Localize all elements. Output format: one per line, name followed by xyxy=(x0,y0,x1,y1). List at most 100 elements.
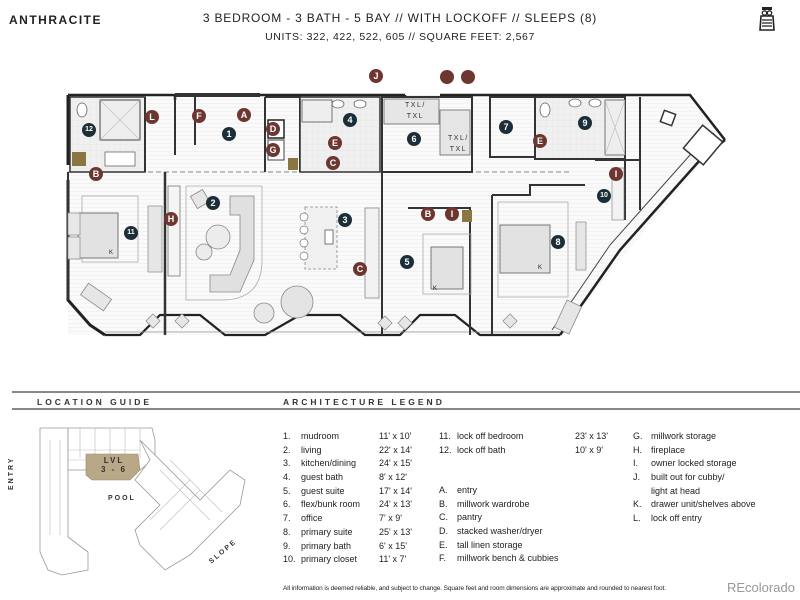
room-marker-1: 1 xyxy=(222,127,236,141)
feature-marker-a: A xyxy=(237,108,251,122)
legend-item-size: 24' x 13' xyxy=(379,499,412,510)
legend-item: K. drawer unit/shelves above xyxy=(633,499,756,513)
legend-item-key: A. xyxy=(439,485,448,495)
plan-title: ANTHRACITE xyxy=(9,13,102,27)
txl-label-text: TXL/ TXL xyxy=(448,135,469,153)
legend-item-key: 10. xyxy=(283,554,296,565)
legend-item-key: D. xyxy=(439,526,448,537)
legend-item-name: lock off bedroom xyxy=(457,431,524,441)
legend-item-name: guest suite xyxy=(301,485,345,496)
feature-marker-c: C xyxy=(326,156,340,170)
feature-marker-c: C xyxy=(353,262,367,276)
legend-item-name: primary suite xyxy=(301,526,353,537)
legend-item-key: F. xyxy=(439,553,447,564)
legend-item-key: 12. xyxy=(439,444,452,455)
legend-item-name: millwork bench & cubbies xyxy=(457,553,559,564)
legend-item-key: 3. xyxy=(283,458,291,469)
legend-item-size: 11' x 10' xyxy=(379,431,412,441)
legend-item: J. built out for cubby/ xyxy=(633,472,756,486)
location-highlight-label: LVL 3 - 6 xyxy=(101,456,128,474)
legend-item-key: 7. xyxy=(283,513,291,524)
legend-item-key: E. xyxy=(439,539,448,550)
legend-item-size: 25' x 13' xyxy=(379,526,412,537)
legend-item-name: drawer unit/shelves above xyxy=(651,499,756,510)
fixture-marker-dot xyxy=(440,70,454,84)
feature-marker-l: L xyxy=(145,110,159,124)
legend-item-name: fireplace xyxy=(651,444,686,455)
legend-item-size: 7' x 9' xyxy=(379,513,402,524)
legend-item-size: 22' x 14' xyxy=(379,444,412,455)
room-marker-10: 10 xyxy=(597,189,611,203)
legend-item-key: C. xyxy=(439,512,448,523)
feature-marker-i: I xyxy=(445,207,459,221)
room-marker-7: 7 xyxy=(499,120,513,134)
divider xyxy=(12,391,270,393)
legend-item: I.owner locked storage xyxy=(633,458,756,472)
room-marker-12: 12 xyxy=(82,123,96,137)
legend-item-size: 6' x 15' xyxy=(379,540,407,551)
divider xyxy=(250,391,800,393)
feature-marker-j: J xyxy=(369,69,383,83)
legend-item-key: K. xyxy=(633,499,642,510)
legend-item-key: H. xyxy=(633,444,642,455)
bed-label: K xyxy=(538,265,543,271)
feature-marker-e: E xyxy=(533,134,547,148)
legend-item: E.tall linen storage xyxy=(439,540,559,554)
legend-item-size: 11' x 7' xyxy=(379,554,407,565)
legend-item-name: millwork storage xyxy=(651,431,717,441)
legend-item-key: B. xyxy=(439,498,448,509)
legend-item-name: guest bath xyxy=(301,472,344,483)
legend-item-name: millwork wardrobe xyxy=(457,498,530,509)
txl-label: TXL/ TXL xyxy=(405,100,426,122)
legend-item-name: owner locked storage xyxy=(651,458,737,469)
feature-marker-b: B xyxy=(89,167,103,181)
legend-item: light at head xyxy=(633,486,756,500)
legend-item: G.millwork storage xyxy=(633,431,756,445)
legend-item: D.stacked washer/dryer xyxy=(439,526,559,540)
location-guide-title: LOCATION GUIDE xyxy=(37,397,153,407)
units-line: UNITS: 322, 422, 522, 605 // SQUARE FEET… xyxy=(265,31,535,43)
feature-marker-g: G xyxy=(266,143,280,157)
legend-item-key: J. xyxy=(633,472,641,483)
feature-marker-h: H xyxy=(164,212,178,226)
feature-marker-e: E xyxy=(328,136,342,150)
legend-item: 7. office 7' x 9' xyxy=(283,513,412,527)
bed-label: K xyxy=(109,250,114,256)
legend-title: ARCHITECTURE LEGEND xyxy=(283,397,445,407)
legend-item-name: built out for cubby/ xyxy=(651,472,725,483)
legend-item-name: entry xyxy=(457,485,478,495)
legend-item-key: 6. xyxy=(283,499,291,510)
legend-item-size: 17' x 14' xyxy=(379,485,412,496)
room-marker-6: 6 xyxy=(407,132,421,146)
legend-item-name: kitchen/dining xyxy=(301,458,357,469)
legend-item: B. millwork wardrobe xyxy=(439,499,559,513)
legend-item-size: 23' x 13' xyxy=(575,431,608,441)
fixture-marker-dot xyxy=(461,70,475,84)
divider xyxy=(12,408,270,410)
legend-item: 5. guest suite 17' x 14' xyxy=(283,486,412,500)
txl-label: TXL/ TXL xyxy=(448,133,469,155)
bed-label: K xyxy=(433,286,438,292)
room-marker-3: 3 xyxy=(338,213,352,227)
room-marker-5: 5 xyxy=(400,255,414,269)
legend-item-key: 5. xyxy=(283,485,291,496)
legend-item-name: office xyxy=(301,513,323,524)
legend-item-name: pantry xyxy=(457,512,483,523)
disclaimer: All information is deemed reliable, and … xyxy=(283,585,666,592)
floor-plan-drawing xyxy=(66,93,726,337)
legend-item-key: 1. xyxy=(283,431,291,441)
legend-item-size: 10' x 9' xyxy=(575,444,603,455)
location-guide-map: LVL 3 - 6 ENTRY POOL SLOPE xyxy=(0,415,270,600)
legend-item: C. pantry xyxy=(439,512,559,526)
